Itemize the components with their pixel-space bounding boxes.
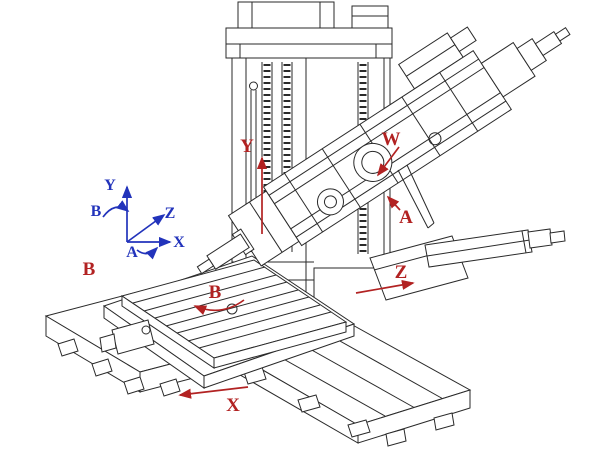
blue-z-axis-arrow	[126, 213, 166, 243]
red-axis-annotations: Y W A B B Z X	[83, 129, 415, 416]
red-b-table-rotation-arrow	[193, 299, 245, 315]
red-x-axis-arrow	[178, 386, 249, 399]
red-b-axis-label: B	[83, 259, 96, 280]
red-z-axis-label: Z	[395, 262, 408, 283]
blue-b-rotation-label: B	[91, 203, 102, 220]
table-drive-motor	[99, 319, 155, 355]
red-y-axis-label: Y	[240, 136, 254, 157]
blue-a-rotation-label: A	[126, 244, 138, 261]
red-w-axis-label: W	[382, 129, 401, 150]
red-w-axis-arrow	[376, 146, 400, 177]
red-a-axis-label: A	[399, 207, 413, 228]
red-x-axis-label: X	[226, 395, 240, 416]
blue-b-rotation-arrow	[102, 200, 130, 218]
blue-a-rotation-arrow	[136, 246, 159, 260]
blue-x-axis-label: X	[173, 234, 185, 251]
blue-coordinate-system: Y B Z A X	[91, 177, 186, 261]
ram-support-bracket	[397, 164, 435, 229]
red-b-table-label: B	[209, 282, 222, 303]
right-saddle-and-cylinder	[369, 228, 566, 301]
spindle-ram-assembly	[196, 26, 571, 275]
blue-y-axis-label: Y	[104, 177, 116, 194]
blue-z-axis-label: Z	[165, 205, 176, 222]
red-z-axis-arrow	[355, 279, 415, 294]
red-a-axis-arrow	[386, 195, 401, 211]
